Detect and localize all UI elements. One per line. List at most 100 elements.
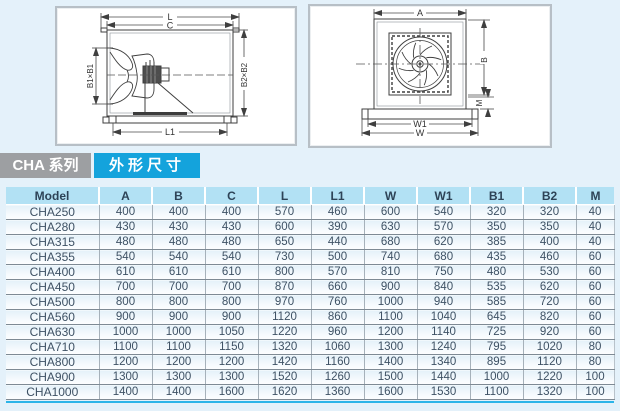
dimension-cell: 900 xyxy=(152,309,206,325)
dimension-cell: 840 xyxy=(417,279,471,295)
dimension-cell: 1320 xyxy=(258,339,312,355)
model-cell: CHA560 xyxy=(6,309,100,325)
dimension-cell: 1200 xyxy=(99,354,153,370)
section-title-chip: 外形尺寸 xyxy=(94,153,200,178)
dimension-cell: 970 xyxy=(258,294,312,310)
model-cell: CHA800 xyxy=(6,354,100,370)
dimension-cell: 800 xyxy=(99,294,153,310)
model-cell: CHA280 xyxy=(6,219,100,235)
dimension-cell: 60 xyxy=(576,294,615,310)
model-cell: CHA630 xyxy=(6,324,100,340)
model-cell: CHA450 xyxy=(6,279,100,295)
dim-label-C: C xyxy=(167,21,174,31)
dimension-cell: 1120 xyxy=(523,354,577,370)
dimension-cell: 400 xyxy=(99,204,153,220)
column-header-Model: Model xyxy=(6,187,100,205)
front-view-drawing: A B M W1 W xyxy=(356,8,494,138)
dimension-cell: 700 xyxy=(152,279,206,295)
column-header-B: B xyxy=(152,187,206,205)
model-cell: CHA710 xyxy=(6,339,100,355)
dimension-cell: 895 xyxy=(470,354,524,370)
dimension-cell: 1200 xyxy=(364,324,418,340)
series-title-label: CHA 系列 xyxy=(12,157,79,174)
motor xyxy=(142,60,170,84)
dimension-cell: 430 xyxy=(99,219,153,235)
dimension-cell: 570 xyxy=(311,264,365,280)
dimension-cell: 1240 xyxy=(417,339,471,355)
dimension-cell: 1300 xyxy=(99,369,153,385)
dimension-cell: 480 xyxy=(152,234,206,250)
dimension-cell: 585 xyxy=(470,294,524,310)
dimension-cell: 680 xyxy=(364,234,418,250)
column-header-C: C xyxy=(205,187,259,205)
dimension-cell: 1160 xyxy=(311,354,365,370)
dim-label-A: A xyxy=(417,8,423,18)
model-cell: CHA1000 xyxy=(6,384,100,400)
dimension-cell: 750 xyxy=(417,264,471,280)
dimension-cell: 1120 xyxy=(258,309,312,325)
dimension-cell: 610 xyxy=(99,264,153,280)
dimension-cell: 620 xyxy=(523,279,577,295)
dimension-cell: 400 xyxy=(523,234,577,250)
dimension-cell: 40 xyxy=(576,234,615,250)
dimension-cell: 900 xyxy=(99,309,153,325)
dimension-cell: 1440 xyxy=(417,369,471,385)
dimension-cell: 1220 xyxy=(258,324,312,340)
dimension-cell: 1000 xyxy=(470,369,524,385)
dim-label-B: B xyxy=(479,57,489,63)
dimension-cell: 435 xyxy=(470,249,524,265)
dimension-cell: 100 xyxy=(576,369,615,385)
column-header-A: A xyxy=(99,187,153,205)
front-view-diagram-frame: A B M W1 W xyxy=(308,4,552,148)
cabinet-outline xyxy=(106,29,234,117)
dimension-cell: 540 xyxy=(417,204,471,220)
dimension-cell: 1300 xyxy=(152,369,206,385)
dimension-cell: 1200 xyxy=(205,354,259,370)
dimension-cell: 1000 xyxy=(152,324,206,340)
dimension-cell: 610 xyxy=(205,264,259,280)
column-header-L: L xyxy=(258,187,312,205)
model-cell: CHA250 xyxy=(6,204,100,220)
dimension-cell: 480 xyxy=(205,234,259,250)
dimension-cell: 600 xyxy=(364,204,418,220)
side-view-drawing: L C L1 B1×B1 B2×B2 xyxy=(86,12,250,137)
dimension-cell: 40 xyxy=(576,219,615,235)
dimension-cell: 860 xyxy=(311,309,365,325)
dimension-cell: 540 xyxy=(152,249,206,265)
column-header-B1: B1 xyxy=(470,187,524,205)
dimension-cell: 600 xyxy=(258,219,312,235)
dimension-cell: 630 xyxy=(364,219,418,235)
dimension-cell: 100 xyxy=(576,384,615,400)
dimension-cell: 1340 xyxy=(417,354,471,370)
dimension-cell: 810 xyxy=(364,264,418,280)
dim-label-M: M xyxy=(475,99,484,106)
model-cell: CHA355 xyxy=(6,249,100,265)
dimension-cell: 60 xyxy=(576,249,615,265)
dimension-cell: 1100 xyxy=(364,309,418,325)
column-header-W1: W1 xyxy=(417,187,471,205)
dimension-cell: 660 xyxy=(311,279,365,295)
dimension-cell: 390 xyxy=(311,219,365,235)
dimension-cell: 400 xyxy=(205,204,259,220)
dimension-cell: 1300 xyxy=(205,369,259,385)
dimension-cell: 1600 xyxy=(205,384,259,400)
dimension-cell: 940 xyxy=(417,294,471,310)
dimension-cell: 60 xyxy=(576,309,615,325)
dimension-cell: 530 xyxy=(523,264,577,280)
dimension-cell: 80 xyxy=(576,354,615,370)
dimension-cell: 800 xyxy=(152,294,206,310)
dimension-cell: 540 xyxy=(205,249,259,265)
dimension-cell: 1400 xyxy=(364,354,418,370)
dimension-cell: 540 xyxy=(99,249,153,265)
dimension-cell: 1100 xyxy=(152,339,206,355)
dimension-cell: 870 xyxy=(258,279,312,295)
dimension-cell: 1020 xyxy=(523,339,577,355)
